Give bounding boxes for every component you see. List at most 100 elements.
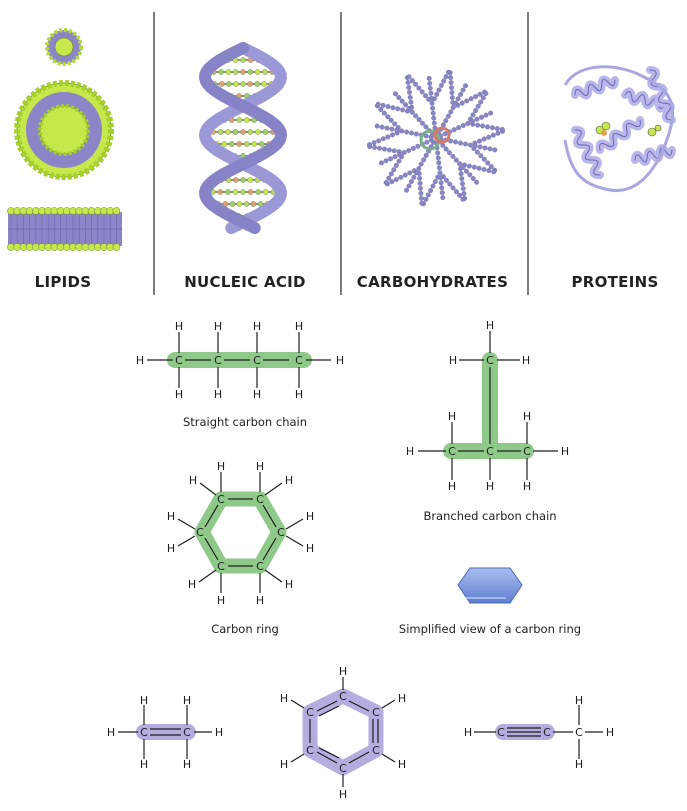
atom-h: H — [306, 510, 314, 523]
atom-h: H — [183, 694, 191, 707]
dna-base-pair — [206, 69, 280, 75]
caption-straight-chain: Straight carbon chain — [182, 415, 308, 429]
caption-carbon-ring: Carbon ring — [211, 622, 279, 636]
lipid-micelle-small — [45, 28, 83, 66]
atom-h: H — [295, 388, 303, 401]
propyne-molecule: H C C C H H H — [464, 694, 614, 771]
atom-h: H — [523, 480, 531, 493]
lipid-liposome — [14, 80, 114, 180]
atom-c: C — [372, 744, 380, 757]
atom-h: H — [464, 726, 472, 739]
atom-h: H — [136, 354, 144, 367]
protein-ligand — [595, 121, 662, 137]
atom-c: C — [306, 744, 314, 757]
atom-h: H — [523, 410, 531, 423]
atom-c: C — [183, 726, 191, 739]
caption-branched-chain: Branched carbon chain — [423, 509, 557, 523]
atom-h: H — [183, 758, 191, 771]
carbon-ring: C C C C C C H H H H H H H H H H H H — [167, 460, 314, 607]
atom-h: H — [140, 758, 148, 771]
atom-h: H — [449, 354, 457, 367]
lipid-bilayer — [7, 207, 122, 251]
atom-h: H — [398, 692, 406, 705]
atom-h: H — [575, 694, 583, 707]
atom-c: C — [523, 445, 531, 458]
atom-h: H — [214, 388, 222, 401]
benzene-molecule: C C C C C C H H H H H H — [280, 665, 406, 801]
lipid-illustrations — [7, 28, 122, 251]
atom-c: C — [253, 354, 261, 367]
atom-h: H — [448, 480, 456, 493]
atom-h: H — [280, 692, 288, 705]
atom-h: H — [406, 445, 414, 458]
atom-c: C — [295, 354, 303, 367]
atom-h: H — [339, 788, 347, 801]
atom-h: H — [175, 320, 183, 333]
atom-h: H — [606, 726, 614, 739]
dna-backbone-strand-2 — [199, 42, 288, 234]
ethene-bond-highlight — [136, 724, 196, 740]
atom-h: H — [107, 726, 115, 739]
atom-c: C — [486, 354, 494, 367]
atom-h: H — [167, 510, 175, 523]
benzene-ring-highlight — [302, 688, 384, 776]
atom-h: H — [295, 320, 303, 333]
branched-chain-highlight-horizontal — [443, 443, 534, 459]
atom-c: C — [306, 706, 314, 719]
atom-h: H — [486, 319, 494, 332]
atom-h: H — [561, 445, 569, 458]
atom-h: H — [522, 354, 530, 367]
atom-c: C — [497, 726, 505, 739]
atom-c: C — [448, 445, 456, 458]
dna-double-helix — [198, 42, 288, 234]
atom-c: C — [214, 354, 222, 367]
atom-h: H — [217, 594, 225, 607]
atom-c: C — [217, 493, 225, 506]
atom-h: H — [339, 665, 347, 678]
atom-h: H — [253, 320, 261, 333]
simplified-ring-hexagon — [457, 567, 523, 604]
atom-h: H — [140, 694, 148, 707]
atom-h: H — [486, 480, 494, 493]
atom-h: H — [336, 354, 344, 367]
atom-h: H — [285, 474, 293, 487]
atom-h: H — [448, 410, 456, 423]
carbon-ring-highlight — [194, 491, 287, 574]
category-label-carbohydrates: CARBOHYDRATES — [356, 273, 509, 291]
dna-base-pair — [205, 129, 281, 135]
atom-c: C — [339, 762, 347, 775]
atom-h: H — [285, 578, 293, 591]
atom-h: H — [280, 758, 288, 771]
branched-carbon-chain: H H C H H C C C H H H H H H — [406, 319, 569, 493]
atom-h: H — [256, 594, 264, 607]
dna-base-pair — [205, 189, 281, 195]
atom-h: H — [188, 578, 196, 591]
atom-c: C — [175, 354, 183, 367]
atom-c: C — [575, 726, 583, 739]
carbohydrate-glycogen — [367, 69, 505, 207]
atom-h: H — [189, 474, 197, 487]
atom-h: H — [575, 758, 583, 771]
ethene-molecule: H C C H H H H H — [107, 694, 223, 771]
atom-c: C — [486, 445, 494, 458]
atom-h: H — [215, 726, 223, 739]
atom-h: H — [256, 460, 264, 473]
dna-backbone-strand-1 — [198, 42, 287, 234]
atom-c: C — [543, 726, 551, 739]
atom-c: C — [256, 560, 264, 573]
column-dividers — [153, 12, 529, 295]
category-label-proteins: PROTEINS — [571, 273, 659, 291]
protein-ribbon — [563, 65, 676, 193]
atom-h: H — [398, 758, 406, 771]
category-label-lipids: LIPIDS — [34, 273, 92, 291]
atom-c: C — [196, 526, 204, 539]
category-label-nucleic-acid: NUCLEIC ACID — [184, 273, 306, 291]
atom-c: C — [140, 726, 148, 739]
atom-h: H — [306, 542, 314, 555]
atom-c: C — [256, 493, 264, 506]
atom-c: C — [372, 706, 380, 719]
caption-simplified-ring: Simplified view of a carbon ring — [398, 622, 582, 636]
atom-c: C — [277, 526, 285, 539]
atom-h: H — [167, 542, 175, 555]
